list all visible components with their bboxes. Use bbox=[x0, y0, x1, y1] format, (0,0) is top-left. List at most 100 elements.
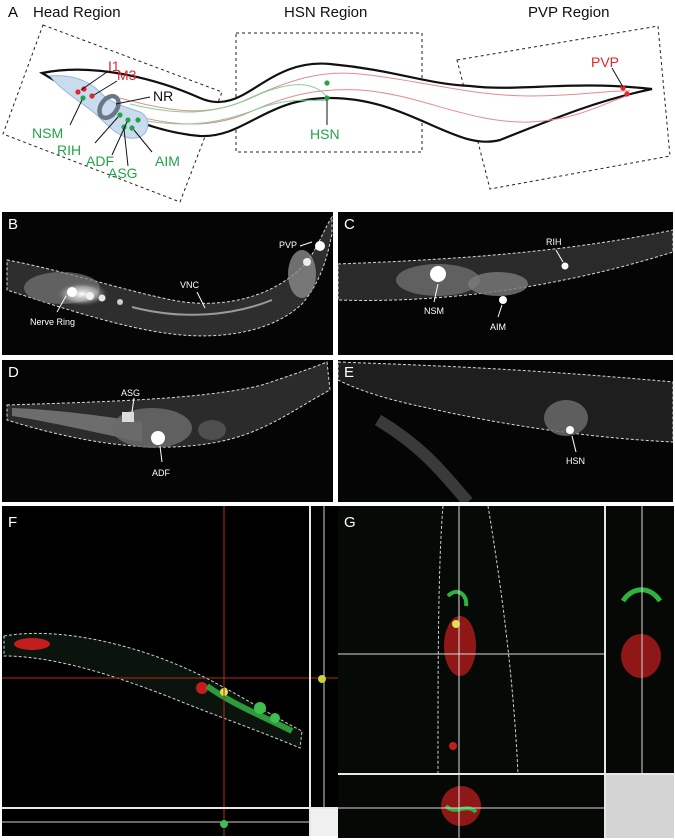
hsn-glow-e bbox=[544, 400, 588, 436]
panel-d-micrograph: ASG ADF D bbox=[2, 360, 333, 502]
rih-label: RIH bbox=[57, 142, 81, 158]
vnc-label-b: VNC bbox=[180, 280, 200, 290]
yz-cell-f bbox=[318, 675, 326, 683]
panel-e-letter: E bbox=[344, 364, 355, 381]
worm-outline-e bbox=[338, 361, 673, 443]
i1-label: I1 bbox=[108, 58, 120, 74]
panel-a-schematic: I1 M3 NR NSM RIH ADF ASG AIM HSN PVP A H… bbox=[0, 0, 675, 205]
red-process-ventral bbox=[119, 89, 631, 125]
panel-a-letter: A bbox=[8, 4, 19, 21]
pvp-label-b: PVP bbox=[279, 240, 297, 250]
adf-label-d: ADF bbox=[152, 468, 171, 478]
m3-label: M3 bbox=[117, 67, 137, 83]
vnc-line-b bbox=[131, 299, 273, 316]
asg-label-d: ASG bbox=[121, 388, 140, 398]
asg-label: ASG bbox=[108, 165, 138, 181]
panel-b-micrograph: PVP VNC Nerve Ring B bbox=[2, 212, 333, 355]
head-region-box bbox=[2, 24, 223, 203]
panel-f-letter: F bbox=[8, 514, 18, 531]
panel-d-image: ASG ADF bbox=[6, 361, 331, 478]
panel-b-image: PVP VNC Nerve Ring bbox=[6, 215, 333, 337]
green-process-dorsal bbox=[129, 84, 329, 113]
panel-d-letter: D bbox=[8, 364, 19, 381]
i1-neuron-dot bbox=[75, 89, 81, 95]
pvp-arrow-b bbox=[299, 241, 313, 247]
nr-leader bbox=[115, 96, 151, 105]
nsm-leader bbox=[69, 99, 83, 126]
aim-neuron-dot-2 bbox=[135, 117, 141, 123]
panel-c-micrograph: RIH NSM AIM C bbox=[338, 212, 673, 355]
rih-label-c: RIH bbox=[546, 237, 562, 247]
yellow-cell-g bbox=[452, 620, 460, 628]
adf-arrow-d bbox=[159, 445, 163, 463]
hsn-arrow-e bbox=[571, 435, 577, 453]
adf-label: ADF bbox=[86, 153, 114, 169]
panel-c-letter: C bbox=[344, 216, 355, 233]
nsm-arrow-c bbox=[433, 283, 439, 303]
xz-cell-f bbox=[220, 820, 228, 828]
panel-e-micrograph: HSN E bbox=[338, 360, 673, 502]
m3-leader bbox=[93, 80, 118, 96]
panel-g-orthoview: G bbox=[338, 506, 674, 838]
cell-b-2 bbox=[86, 292, 94, 300]
corner-square-f bbox=[311, 809, 338, 836]
pharynx-glow-d bbox=[12, 408, 142, 442]
asg-arrow-d bbox=[131, 397, 135, 413]
body-glow-d bbox=[198, 420, 226, 440]
nsm-label-c: NSM bbox=[424, 306, 444, 316]
aim-label-c: AIM bbox=[490, 322, 506, 332]
pvp-label: PVP bbox=[591, 54, 619, 70]
tail-cell-b bbox=[303, 258, 311, 266]
adf-neuron-dot bbox=[125, 117, 131, 123]
worm-outline-f bbox=[3, 632, 303, 749]
adf-cell-d bbox=[151, 431, 165, 445]
i1-leader bbox=[80, 71, 108, 91]
panel-g-letter: G bbox=[344, 514, 356, 531]
cell-b-1 bbox=[67, 287, 77, 297]
green-cell-f-1 bbox=[254, 702, 266, 714]
panel-g-image bbox=[338, 506, 674, 838]
background-worm-e bbox=[374, 414, 473, 502]
cell-b-3 bbox=[98, 294, 106, 302]
worm-outline-g-right bbox=[487, 506, 519, 775]
nsm-neuron-dot bbox=[80, 95, 86, 101]
hsn-label: HSN bbox=[310, 126, 340, 142]
tail-glow-b bbox=[288, 250, 316, 298]
aim-label: AIM bbox=[155, 153, 180, 169]
red-cluster-f-2 bbox=[196, 682, 208, 694]
corner-square-g bbox=[606, 775, 674, 838]
hsn-region-title: HSN Region bbox=[284, 4, 368, 21]
green-cell-f-2 bbox=[270, 713, 280, 723]
rih-arrow-c bbox=[555, 249, 564, 263]
rih-leader bbox=[94, 116, 119, 144]
aim-arrow-c bbox=[497, 304, 503, 318]
panel-b-letter: B bbox=[8, 216, 19, 233]
adf-leader bbox=[111, 121, 128, 156]
rih-neuron-dot bbox=[117, 112, 123, 118]
m3-neuron-dot bbox=[89, 93, 95, 99]
green-process-f bbox=[205, 683, 294, 734]
cell-b-4 bbox=[117, 299, 123, 305]
i1-neuron-dot-2 bbox=[81, 86, 87, 92]
head-region-title: Head Region bbox=[33, 4, 121, 21]
pvp-neuron-dot-2 bbox=[624, 91, 630, 97]
nsm-label: NSM bbox=[32, 125, 63, 141]
panel-f-orthoview: F bbox=[2, 506, 338, 836]
yz-red-g bbox=[621, 634, 661, 678]
panel-e-image: HSN bbox=[338, 361, 673, 502]
rih-cell-c bbox=[561, 262, 569, 270]
nsm-cell-c bbox=[430, 266, 446, 282]
worm-schematic: I1 M3 NR NSM RIH ADF ASG AIM HSN PVP bbox=[2, 24, 671, 203]
hsn-region-box bbox=[235, 32, 423, 153]
nerve-ring-label-b: Nerve Ring bbox=[30, 317, 75, 327]
nerve-ring-glow-b bbox=[56, 282, 108, 306]
panel-c-image: RIH NSM AIM bbox=[338, 229, 673, 332]
nerve-ring-icon bbox=[97, 93, 121, 121]
mid-glow-c bbox=[468, 272, 528, 296]
worm-body bbox=[39, 62, 653, 143]
pvp-neuron-dot bbox=[620, 85, 626, 91]
green-process-g bbox=[446, 589, 469, 607]
asg-cell-d bbox=[122, 412, 134, 422]
pvp-region-title: PVP Region bbox=[528, 4, 610, 21]
